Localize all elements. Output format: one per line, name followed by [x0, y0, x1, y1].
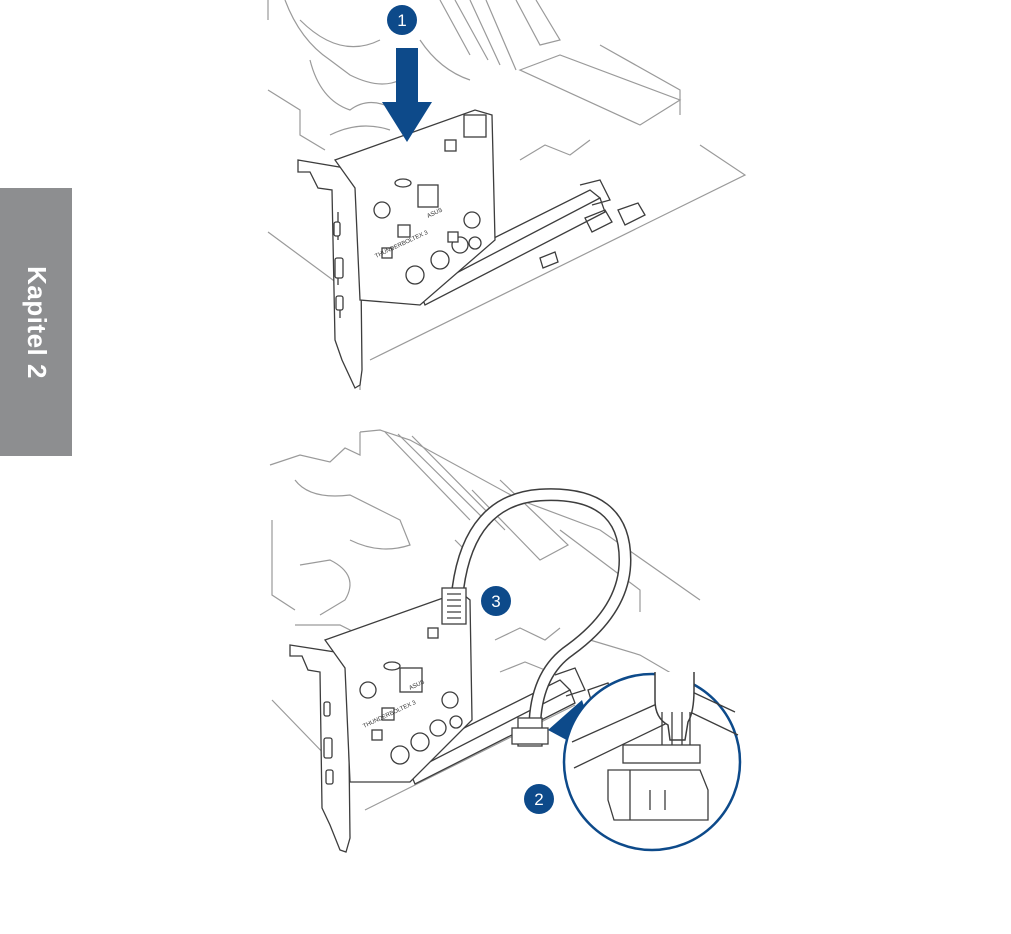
connector-zoom-callout: [548, 672, 742, 852]
step-number-1: 1: [397, 11, 406, 30]
insert-arrow-icon: [382, 48, 432, 142]
chapter-tab: Kapitel 2: [0, 188, 72, 456]
bottom-illustration: THUNDERBOLTEX 3 ASUS 2: [269, 429, 742, 853]
step-number-3: 3: [491, 592, 500, 611]
top-pci-bracket: [297, 159, 363, 389]
bottom-expansion-card: THUNDERBOLTEX 3 ASUS: [323, 591, 473, 783]
step-marker-3: 3: [481, 586, 511, 616]
step-marker-2: 2: [524, 784, 554, 814]
top-header-sockets: [539, 202, 646, 269]
top-illustration: THUNDERBOLTEX 3 ASUS 1: [267, 0, 747, 390]
bottom-pci-bracket: [289, 644, 351, 853]
step-number-2: 2: [534, 790, 543, 809]
top-expansion-card: THUNDERBOLTEX 3 ASUS: [333, 109, 496, 306]
step-marker-1: 1: [387, 5, 417, 35]
thunderbolt-cable: [441, 488, 632, 747]
